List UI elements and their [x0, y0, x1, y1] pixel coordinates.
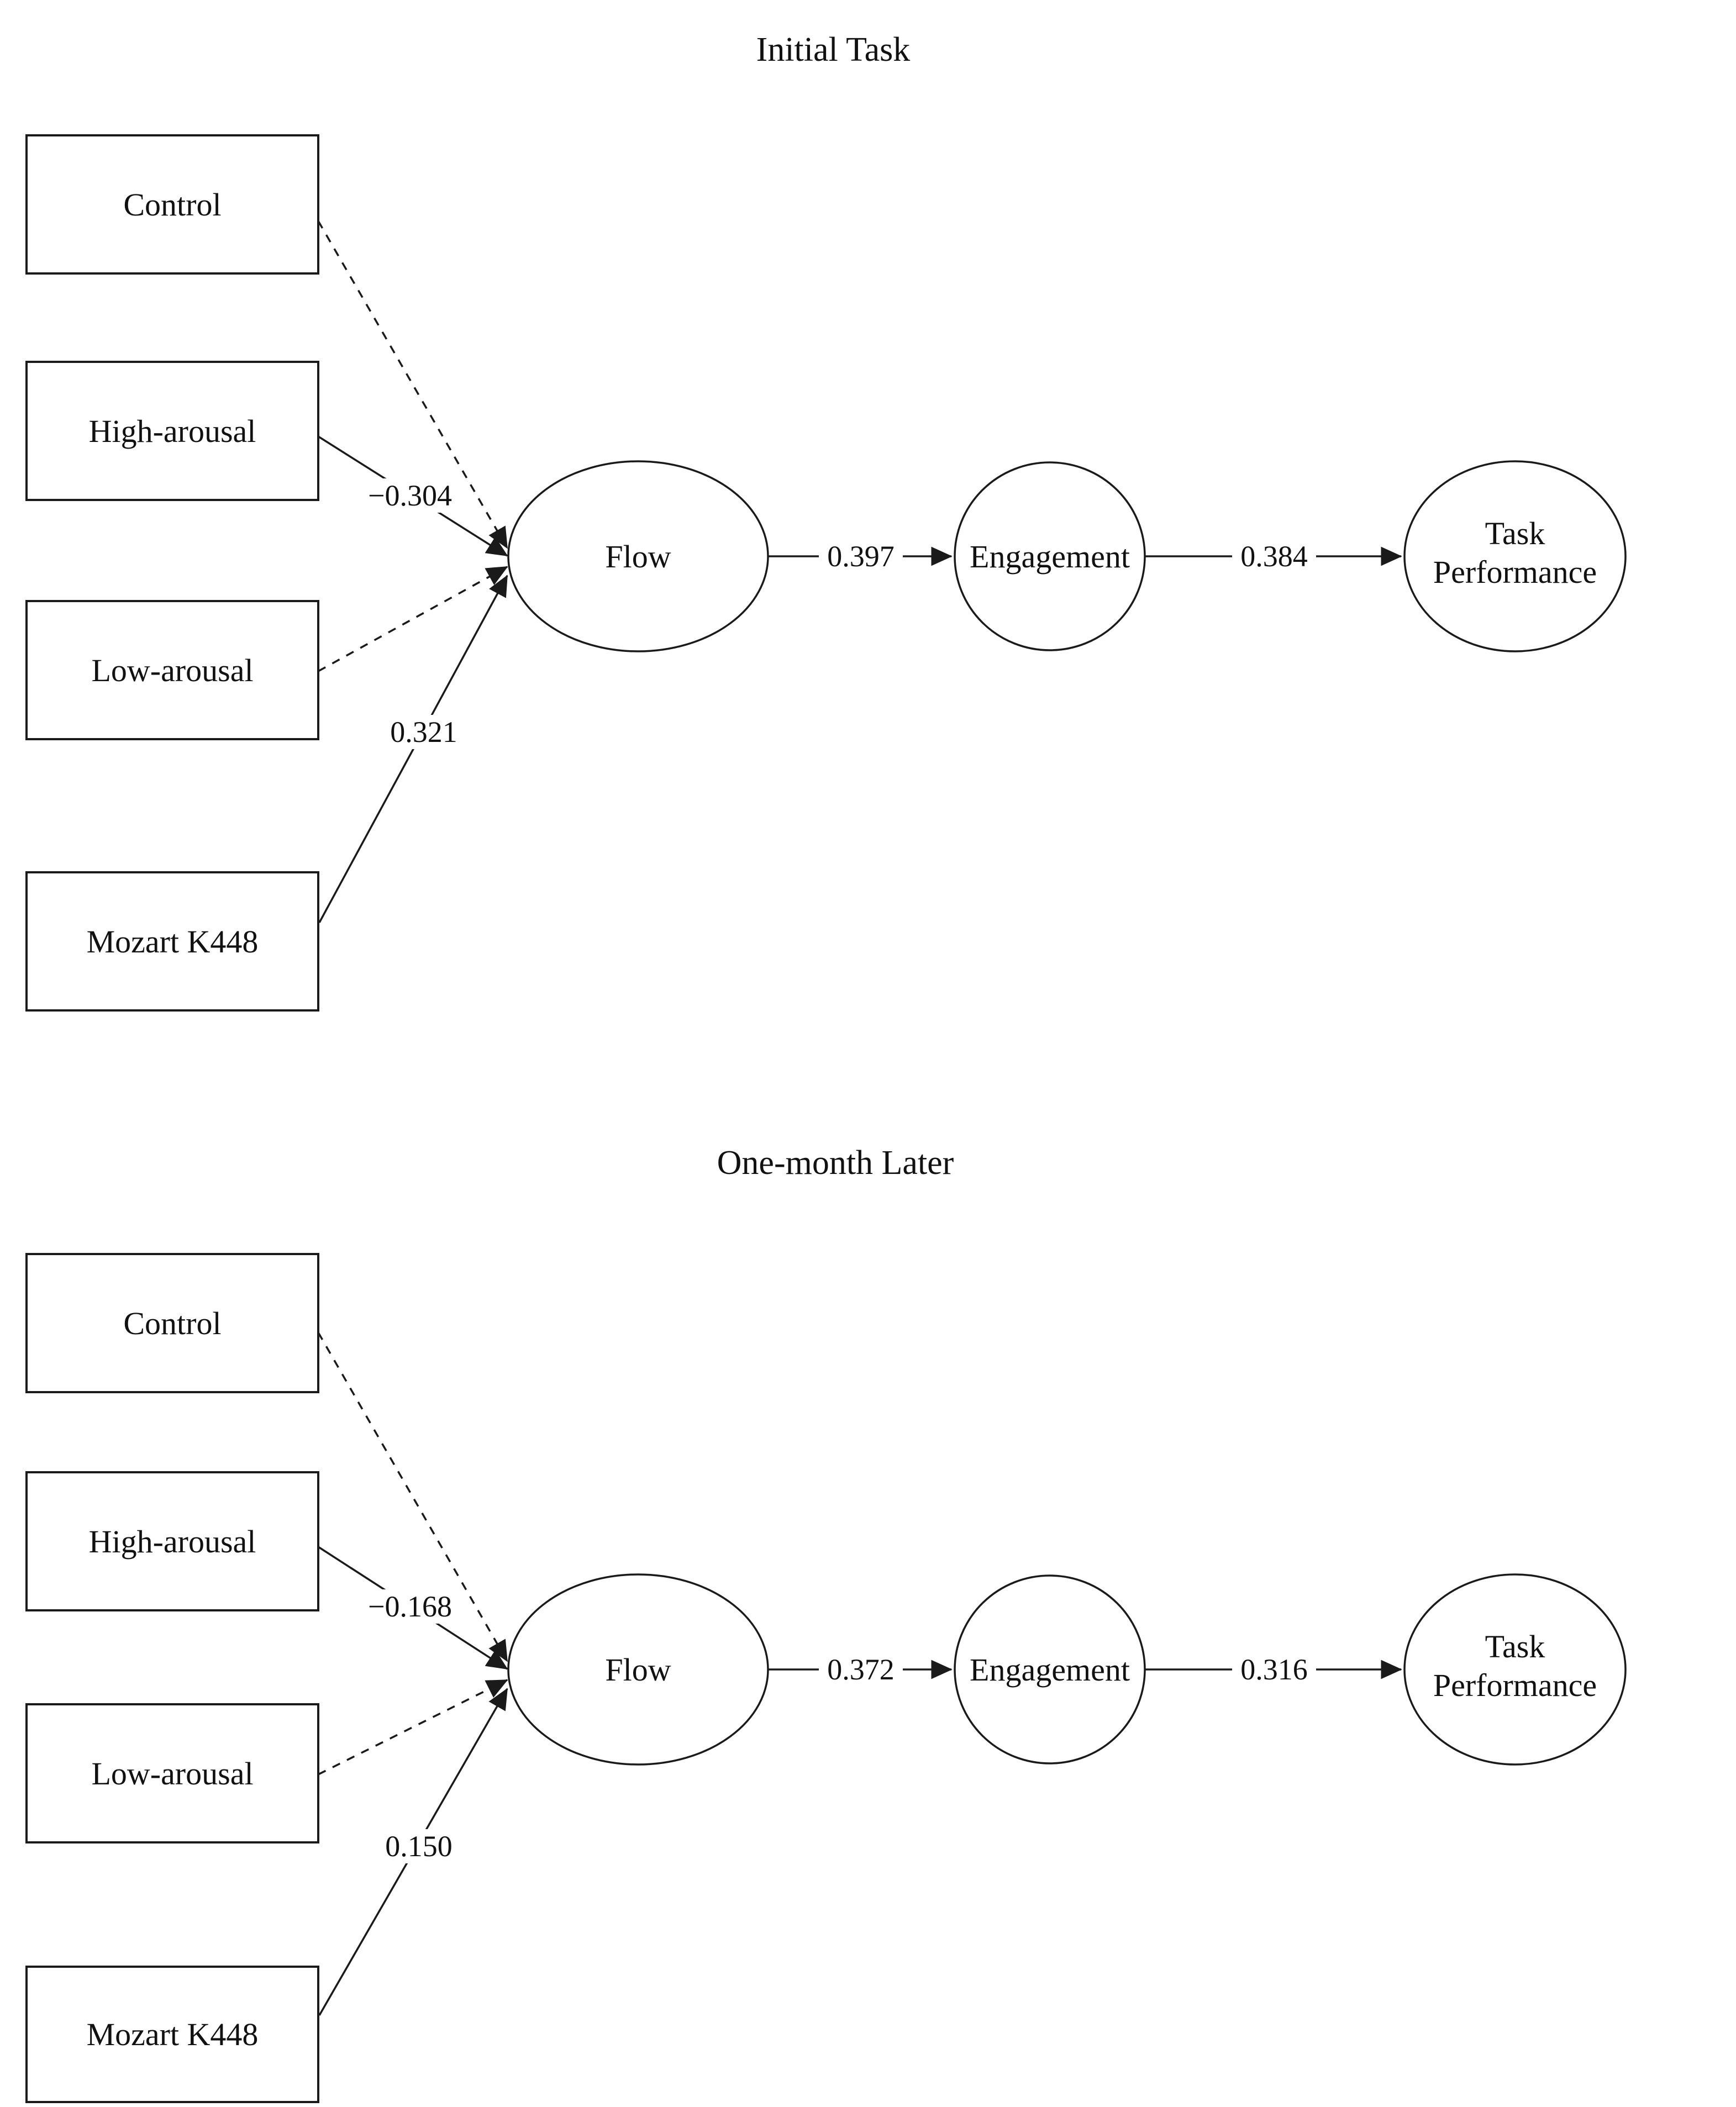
- panel-one-month-later: One-month Later Control High-arousal Low…: [25, 1144, 1627, 2103]
- latent-ellipse-engagement: Engagement: [954, 461, 1146, 651]
- svg-text:0.372: 0.372: [827, 1653, 895, 1686]
- predictor-box-control: Control: [25, 134, 319, 275]
- coefficient-label-engagement-task-performance: 0.384: [1232, 540, 1316, 573]
- coefficient-label-mozart-flow: 0.150: [375, 1829, 463, 1863]
- latent-label-line1: Task: [1485, 515, 1545, 551]
- predictor-box-high-arousal: High-arousal: [25, 1471, 319, 1611]
- latent-ellipse-task-performance: Task Performance: [1403, 1573, 1627, 1766]
- latent-ellipse-flow: Flow: [507, 1573, 769, 1766]
- predictor-box-low-arousal: Low-arousal: [25, 1703, 319, 1843]
- edge-low-arousal-to-flow: [318, 1679, 508, 1776]
- latent-ellipse-engagement: Engagement: [954, 1574, 1146, 1764]
- predictor-label: Mozart K448: [87, 924, 259, 960]
- predictor-box-high-arousal: High-arousal: [25, 361, 319, 501]
- latent-label: Engagement: [970, 539, 1130, 575]
- svg-text:0.321: 0.321: [390, 715, 457, 749]
- predictor-box-control: Control: [25, 1253, 319, 1393]
- predictor-box-low-arousal: Low-arousal: [25, 600, 319, 740]
- svg-text:−0.304: −0.304: [368, 479, 452, 512]
- coefficient-label-high-arousal-flow: −0.168: [360, 1589, 460, 1624]
- svg-text:−0.168: −0.168: [368, 1590, 452, 1623]
- panel-title: Initial Task: [756, 31, 911, 69]
- predictor-label: Control: [123, 187, 221, 223]
- panel-initial-task: Initial Task Control High-arousal Low-ar…: [25, 31, 1627, 1012]
- predictor-label: High-arousal: [89, 413, 256, 449]
- svg-text:0.150: 0.150: [385, 1830, 453, 1863]
- latent-label-line2: Performance: [1433, 554, 1597, 590]
- panel-title: One-month Later: [717, 1144, 954, 1182]
- coefficient-label-high-arousal-flow: −0.304: [360, 478, 460, 513]
- svg-text:0.397: 0.397: [827, 540, 895, 573]
- latent-label: Engagement: [970, 1652, 1130, 1688]
- coefficient-label-mozart-flow: 0.321: [380, 715, 468, 749]
- predictor-label: Control: [123, 1305, 221, 1341]
- svg-text:0.316: 0.316: [1240, 1653, 1308, 1686]
- predictor-label: Low-arousal: [91, 1756, 253, 1792]
- latent-label: Flow: [605, 1652, 671, 1688]
- predictor-label: High-arousal: [89, 1524, 256, 1560]
- latent-label: Flow: [605, 539, 671, 575]
- svg-text:0.384: 0.384: [1240, 540, 1308, 573]
- predictor-box-mozart-k448: Mozart K448: [25, 871, 319, 1012]
- coefficient-label-engagement-task-performance: 0.316: [1232, 1653, 1316, 1686]
- coefficient-label-flow-engagement: 0.397: [819, 540, 903, 573]
- predictor-label: Mozart K448: [87, 2016, 259, 2052]
- edge-low-arousal-to-flow: [318, 566, 508, 672]
- predictor-label: Low-arousal: [91, 652, 253, 688]
- latent-ellipse-flow: Flow: [507, 460, 769, 652]
- latent-label-line1: Task: [1485, 1629, 1545, 1664]
- latent-label-line2: Performance: [1433, 1667, 1597, 1703]
- coefficient-label-flow-engagement: 0.372: [819, 1653, 903, 1686]
- predictor-box-mozart-k448: Mozart K448: [25, 1966, 319, 2103]
- latent-ellipse-task-performance: Task Performance: [1403, 460, 1627, 652]
